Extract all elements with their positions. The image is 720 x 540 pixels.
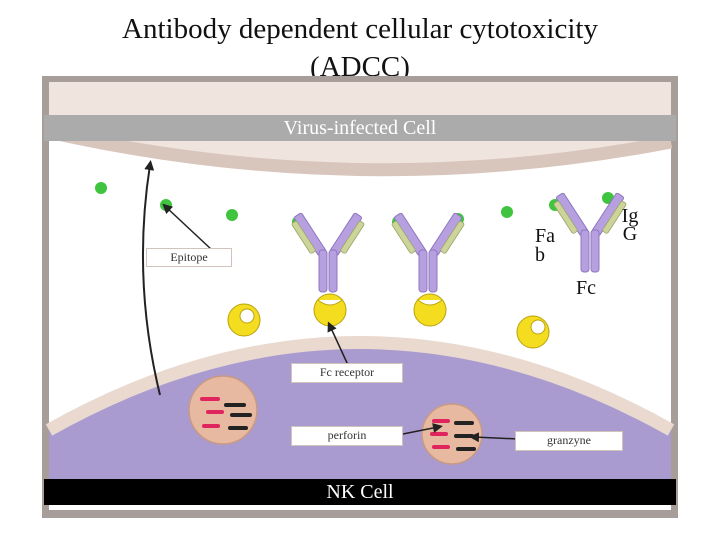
granzyne-label: granzyne [515, 431, 623, 451]
antigen-dot [160, 199, 172, 211]
antigen-dot [95, 182, 107, 194]
fab-label-line-2: b [535, 244, 545, 266]
epitope-pointer [162, 203, 213, 251]
antigen-dot [501, 206, 513, 218]
fc-receptor [516, 315, 550, 349]
fab-label-line-1: Fa [535, 225, 555, 247]
epitope-label: Epitope [146, 248, 232, 267]
fc-receptor-pointer [327, 321, 349, 366]
release-arrow [141, 160, 161, 396]
virus-cell-membrane [47, 125, 673, 177]
granule-right [421, 403, 483, 465]
fc-receptor [227, 303, 261, 337]
fc-label: Fc [576, 277, 596, 299]
fc-receptor [413, 293, 447, 327]
granule-left [188, 375, 258, 445]
nk-cell-membrane [45, 336, 675, 436]
nk-cell-banner: NK Cell [44, 479, 676, 505]
fc-receptor [313, 293, 347, 327]
virus-cell-banner: Virus-infected Cell [44, 115, 676, 141]
perforin-label: perforin [291, 426, 403, 446]
title-line-1: Antibody dependent cellular cytotoxicity [122, 13, 598, 45]
antigen-dot [226, 209, 238, 221]
fc-receptor-label: Fc receptor [291, 363, 403, 383]
perforin-pointer [402, 423, 443, 435]
igg-label-line-1: Ig [621, 205, 639, 227]
igg-label-line-2: G [622, 223, 638, 245]
